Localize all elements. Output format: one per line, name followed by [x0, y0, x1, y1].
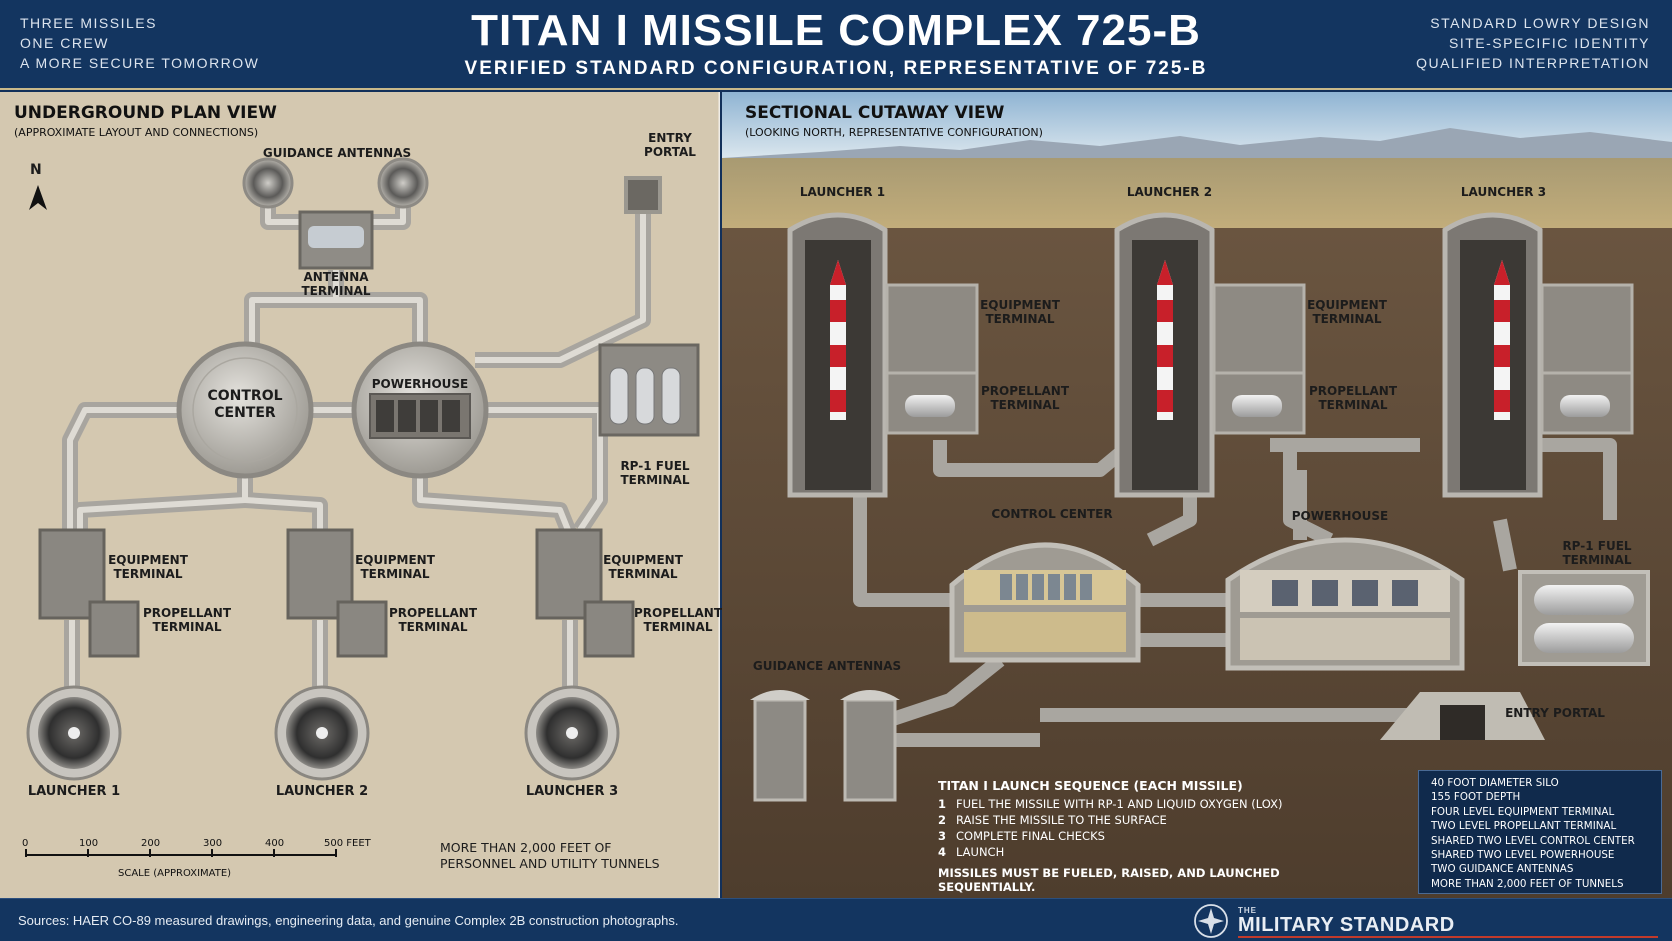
plan-label-guidance-antennas: GUIDANCE ANTENNAS: [262, 146, 412, 160]
section-label-launcher-1: LAUNCHER 1: [799, 185, 886, 199]
scale-tick-0: 0: [22, 838, 29, 849]
spec-line: 155 FOOT DEPTH: [1431, 791, 1521, 804]
spec-line: TWO LEVEL PROPELLANT TERMINAL: [1431, 820, 1617, 833]
control-center-dome: [176, 341, 314, 479]
launch-sequence-title: TITAN I LAUNCH SEQUENCE (EACH MISSILE): [938, 778, 1243, 793]
page-title: TITAN I MISSILE COMPLEX 725-B: [471, 6, 1201, 55]
antenna-silo: [242, 157, 294, 209]
scale-tick-300: 300: [203, 838, 223, 849]
section-label-guidance-antennas: GUIDANCE ANTENNAS: [752, 659, 902, 673]
plan-view-subtitle: (APPROXIMATE LAYOUT AND CONNECTIONS): [14, 126, 259, 139]
design-note-line: QUALIFIED INTERPRETATION: [1416, 55, 1650, 71]
scale-tick-400: 400: [265, 838, 285, 849]
plan-label-control-center: CONTROL CENTER: [207, 388, 283, 421]
section-label-equipment-terminal-2: EQUIPMENT TERMINAL: [1307, 298, 1387, 326]
plan-label-propellant-terminal-1: PROPELLANT TERMINAL: [142, 606, 232, 634]
plan-label-entry-portal: ENTRY PORTAL: [644, 131, 696, 159]
section-view-subtitle: (LOOKING NORTH, REPRESENTATIVE CONFIGURA…: [745, 126, 1043, 139]
scale-caption: SCALE (APPROXIMATE): [118, 868, 232, 879]
section-launcher-1: [787, 212, 979, 498]
design-note-line: SITE-SPECIFIC IDENTITY: [1448, 35, 1650, 51]
slogan-line: THREE MISSILES: [20, 15, 157, 31]
scale-tick-500: 500 FEET: [324, 838, 371, 849]
plan-terminal-group-3: [535, 528, 635, 658]
plan-label-launcher-1: LAUNCHER 1: [27, 784, 121, 799]
plan-label-equipment-terminal-2: EQUIPMENT TERMINAL: [355, 553, 435, 581]
page-subtitle: VERIFIED STANDARD CONFIGURATION, REPRESE…: [464, 58, 1208, 79]
plan-label-rp1-fuel-terminal: RP-1 FUEL TERMINAL: [620, 459, 690, 487]
antenna-silo: [377, 157, 429, 209]
plan-view-diagram: [0, 92, 720, 898]
sources-text: Sources: HAER CO-89 measured drawings, e…: [18, 913, 679, 928]
section-view-title: SECTIONAL CUTAWAY VIEW: [745, 103, 1005, 123]
plan-label-propellant-terminal-3: PROPELLANT TERMINAL: [633, 606, 723, 634]
section-launcher-2: [1114, 212, 1306, 498]
spec-line: TWO GUIDANCE ANTENNAS: [1431, 863, 1574, 876]
section-label-entry-portal: ENTRY PORTAL: [1505, 706, 1605, 720]
brand-prefix: THE: [1238, 906, 1257, 915]
plan-launcher-1: [26, 685, 122, 781]
section-launcher-3: [1442, 212, 1634, 498]
section-rp1-terminal: [1518, 570, 1650, 666]
plan-launcher-3: [524, 685, 620, 781]
spec-line: MORE THAN 2,000 FEET OF TUNNELS: [1431, 877, 1624, 890]
slogan-line: A MORE SECURE TOMORROW: [20, 55, 260, 71]
spec-line: FOUR LEVEL EQUIPMENT TERMINAL: [1431, 805, 1615, 818]
section-label-launcher-2: LAUNCHER 2: [1126, 185, 1213, 199]
scale-tick-200: 200: [141, 838, 161, 849]
brand-name: MILITARY STANDARD: [1238, 914, 1455, 936]
design-note-line: STANDARD LOWRY DESIGN: [1430, 15, 1650, 31]
plan-label-propellant-terminal-2: PROPELLANT TERMINAL: [388, 606, 478, 634]
plan-terminal-group-1: [38, 528, 140, 658]
tunnel-note: MORE THAN 2,000 FEET OF PERSONNEL AND UT…: [440, 840, 660, 871]
section-tunnels: [853, 438, 1617, 747]
plan-label-powerhouse: POWERHOUSE: [371, 377, 469, 391]
scale-tick-100: 100: [79, 838, 99, 849]
north-arrow-icon: [29, 185, 47, 210]
header-slogan: THREE MISSILES ONE CREW A MORE SECURE TO…: [20, 13, 259, 73]
plan-label-launcher-2: LAUNCHER 2: [275, 784, 369, 799]
plan-label-antenna-terminal: ANTENNA TERMINAL: [301, 270, 371, 298]
launch-sequence: TITAN I LAUNCH SEQUENCE (EACH MISSILE) 1…: [938, 778, 1358, 894]
compass-star-icon: [1194, 904, 1228, 938]
section-label-control-center: CONTROL CENTER: [991, 507, 1113, 521]
scale-bar: [25, 849, 337, 857]
plan-launcher-2: [274, 685, 370, 781]
section-powerhouse: [1225, 537, 1465, 671]
header-banner: THREE MISSILES ONE CREW A MORE SECURE TO…: [0, 0, 1672, 90]
section-control-center: [949, 542, 1141, 663]
footer-bar: Sources: HAER CO-89 measured drawings, e…: [0, 898, 1672, 941]
plan-label-equipment-terminal-3: EQUIPMENT TERMINAL: [603, 553, 683, 581]
mountain-range: [722, 128, 1672, 162]
header-design-notes: STANDARD LOWRY DESIGN SITE-SPECIFIC IDEN…: [1416, 13, 1650, 73]
spec-line: SHARED TWO LEVEL CONTROL CENTER: [1431, 834, 1635, 847]
plan-label-launcher-3: LAUNCHER 3: [525, 784, 619, 799]
plan-view-title: UNDERGROUND PLAN VIEW: [14, 103, 277, 123]
specs-panel: 40 FOOT DIAMETER SILO 155 FOOT DEPTH FOU…: [1418, 770, 1662, 894]
section-label-equipment-terminal-1: EQUIPMENT TERMINAL: [980, 298, 1060, 326]
launch-sequence-note: MISSILES MUST BE FUELED, RAISED, AND LAU…: [938, 866, 1280, 894]
section-label-launcher-3: LAUNCHER 3: [1460, 185, 1547, 199]
section-label-powerhouse: POWERHOUSE: [1291, 509, 1389, 523]
plan-terminal-group-2: [286, 528, 388, 658]
brand-logo: THE MILITARY STANDARD: [1193, 903, 1663, 939]
entry-portal-block: [624, 176, 662, 214]
brand-underline: [1238, 936, 1658, 938]
section-label-propellant-terminal-1: PROPELLANT TERMINAL: [980, 384, 1070, 412]
section-view-diagram: [722, 92, 1672, 898]
spec-line: SHARED TWO LEVEL POWERHOUSE: [1431, 849, 1615, 862]
spec-line: 40 FOOT DIAMETER SILO: [1431, 777, 1559, 789]
slogan-line: ONE CREW: [20, 35, 109, 51]
section-guidance-antennas: [750, 690, 900, 802]
plan-label-equipment-terminal-1: EQUIPMENT TERMINAL: [108, 553, 188, 581]
north-label: N: [30, 162, 42, 178]
section-label-rp1-fuel-terminal: RP-1 FUEL TERMINAL: [1562, 539, 1632, 567]
section-label-propellant-terminal-2: PROPELLANT TERMINAL: [1308, 384, 1398, 412]
section-entry-portal: [1380, 692, 1545, 740]
